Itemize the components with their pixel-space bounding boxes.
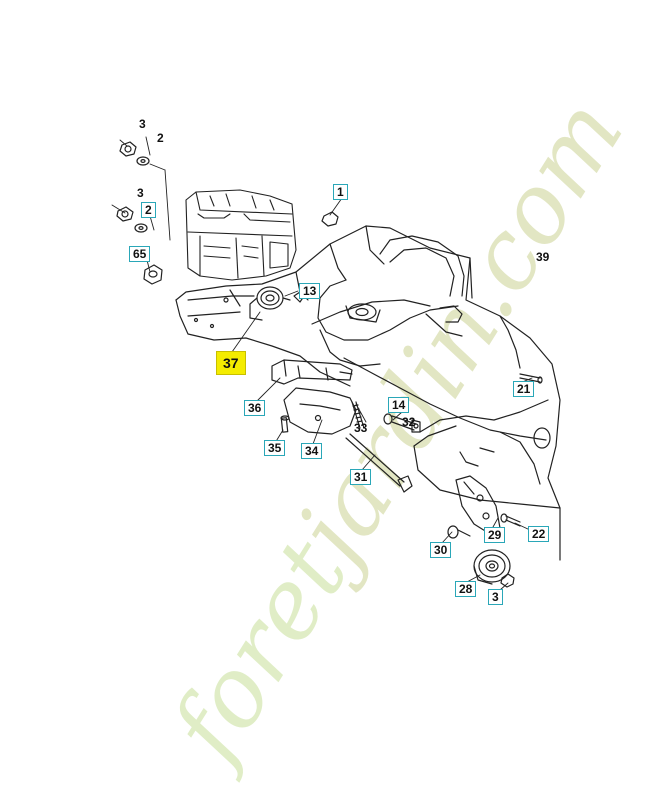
callout-28: 28 [455, 581, 477, 597]
bolt-31 [345, 433, 413, 493]
callout-36: 36 [244, 400, 266, 416]
fasteners-14-32 [383, 413, 421, 433]
callout-3-top: 3 [139, 117, 146, 131]
frame-housing [175, 225, 561, 561]
plate-34 [283, 387, 357, 435]
callout-39: 39 [536, 250, 550, 264]
callout-33: 33 [354, 421, 368, 435]
callout-3-mid: 3 [137, 186, 144, 200]
callout-65: 65 [129, 246, 151, 262]
callout-30: 30 [430, 542, 452, 558]
callout-2-mid: 2 [141, 202, 156, 218]
callout-22: 22 [528, 526, 550, 542]
callout-3-bottom: 3 [488, 589, 503, 605]
callout-29: 29 [484, 527, 506, 543]
bracket-36 [271, 359, 353, 385]
callout-31: 31 [350, 469, 372, 485]
leader-lines [111, 136, 533, 591]
pulley-28 [473, 549, 511, 585]
callout-1: 1 [333, 184, 348, 200]
right-bracket [455, 475, 501, 535]
callout-37: 37 [216, 351, 246, 375]
callout-34: 34 [301, 443, 323, 459]
callout-21: 21 [513, 381, 535, 397]
bolt-21 [519, 373, 543, 384]
fasteners-right [447, 513, 521, 588]
fasteners-left [116, 141, 339, 285]
callout-14: 14 [388, 397, 410, 413]
callout-35: 35 [264, 440, 286, 456]
callout-32: 32 [402, 415, 416, 429]
callout-13: 13 [299, 283, 321, 299]
engine [185, 189, 297, 281]
callout-2-top: 2 [157, 131, 164, 145]
bolt-35 [280, 415, 290, 433]
rod-33 [351, 401, 365, 429]
engine-pulley [193, 286, 305, 329]
